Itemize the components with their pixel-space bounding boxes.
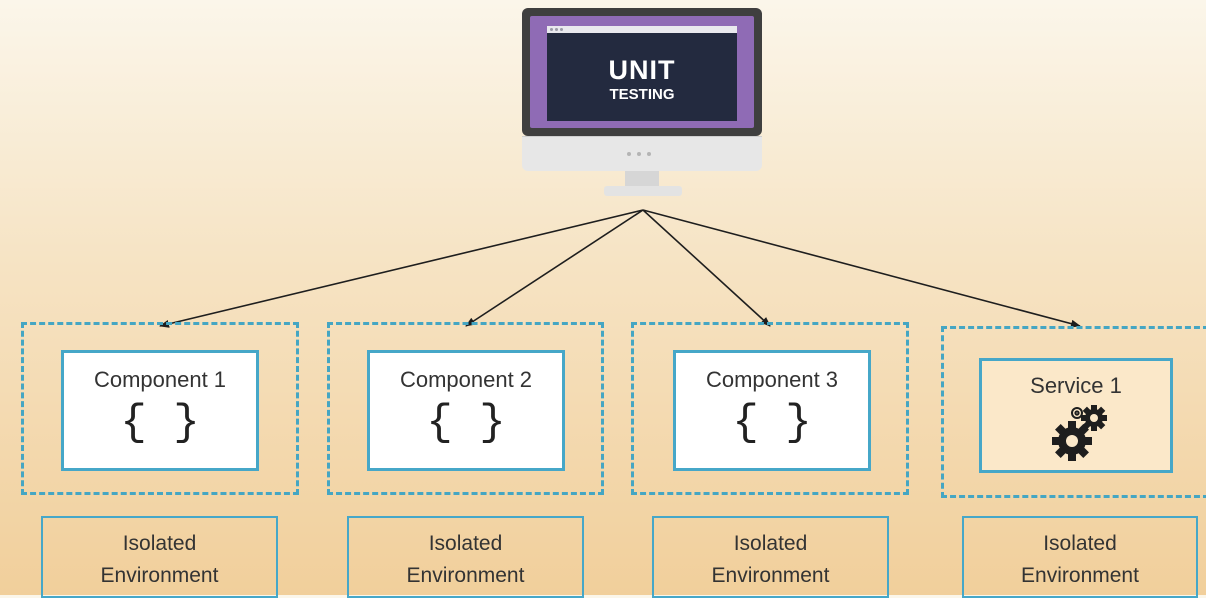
monitor-screen: UNIT TESTING (530, 16, 754, 128)
isolated-environment-label: Isolated Environment (1021, 532, 1139, 587)
isolated-environment-label: Isolated Environment (406, 532, 525, 587)
curly-braces-icon: { } (732, 398, 812, 448)
unit-testing-monitor-icon: UNIT TESTING (522, 8, 762, 200)
component-1-container (21, 322, 299, 495)
screen-window: UNIT TESTING (547, 26, 737, 121)
arrow-to-component-1 (159, 209, 644, 328)
arrow-to-service-1 (642, 209, 1081, 328)
window-titlebar (547, 26, 737, 33)
service-1-title: Service 1 (1030, 373, 1122, 398)
monitor-chin (522, 136, 762, 171)
isolated-environment-3: Isolated Environment (652, 516, 889, 598)
service-1-container (941, 326, 1206, 498)
arrow-to-component-2 (465, 209, 644, 327)
isolated-environment-1: Isolated Environment (41, 516, 278, 598)
monitor-bezel: UNIT TESTING (522, 8, 762, 136)
component-2-title: Component 2 (399, 367, 533, 392)
monitor-buttons (627, 152, 659, 156)
component-2-card: Component 2 { } (367, 350, 565, 471)
arrow-to-component-3 (642, 209, 771, 327)
service-1-card: Service 1 (979, 358, 1173, 473)
component-2-container (327, 322, 604, 495)
component-3-container (631, 322, 909, 495)
component-1-card: Component 1 { } (61, 350, 259, 471)
curly-braces-icon: { } (426, 398, 506, 448)
component-3-title: Component 3 (705, 367, 839, 392)
isolated-environment-label: Isolated Environment (711, 532, 830, 587)
isolated-environment-2: Isolated Environment (347, 516, 584, 598)
component-1-title: Component 1 (93, 367, 227, 392)
isolated-environment-label: Isolated Environment (100, 532, 219, 587)
screen-title: UNIT (608, 55, 676, 85)
screen-subtitle: TESTING (609, 86, 675, 103)
monitor-neck (625, 171, 659, 187)
component-3-card: Component 3 { } (673, 350, 871, 471)
gears-icon (1052, 405, 1107, 461)
curly-braces-icon: { } (120, 398, 200, 448)
isolated-environment-4: Isolated Environment (962, 516, 1198, 598)
monitor-stand (604, 186, 682, 196)
